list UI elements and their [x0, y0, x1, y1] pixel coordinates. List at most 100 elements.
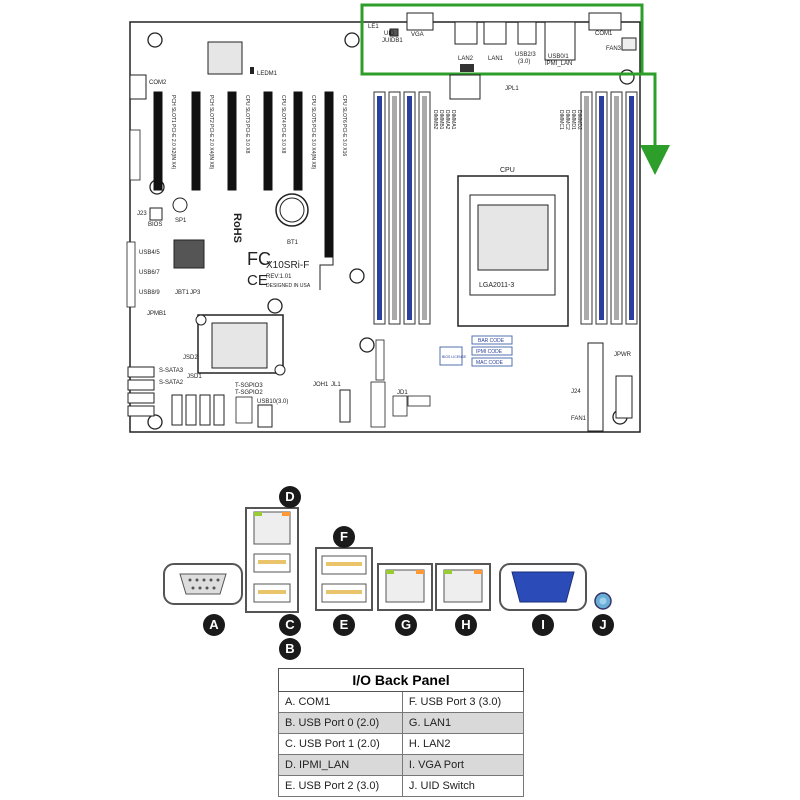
pin-headers — [126, 129, 431, 428]
letter-i: I — [532, 614, 554, 636]
table-cell: B. USB Port 0 (2.0) — [278, 712, 403, 734]
cpu-label: CPU — [500, 167, 515, 174]
ic-chip-lan — [449, 74, 481, 100]
label-lan2: LAN2 — [458, 56, 474, 62]
usb-port-0-contacts — [258, 560, 286, 564]
label-fan3: FAN3 — [606, 46, 622, 52]
label-sp1: SP1 — [175, 218, 187, 224]
ipmi-code-label: IPMI CODE — [476, 349, 503, 355]
label-le1: LE1 — [368, 24, 379, 30]
bios-chip — [149, 207, 163, 221]
highlight-arrow — [640, 72, 670, 175]
table-cell: A. COM1 — [278, 691, 403, 713]
dimm-slots-left — [373, 91, 431, 325]
lan2-jack — [443, 569, 483, 603]
board-model: X10SRi-F — [266, 260, 309, 271]
fcc-logo: FC — [247, 249, 271, 269]
dimm-label: DIMMA2 — [444, 110, 450, 130]
usb-port-2-contacts — [326, 590, 362, 594]
label-j24: J24 — [571, 389, 581, 395]
letter-d: D — [279, 486, 301, 508]
dimm-label: DIMMB1 — [438, 110, 444, 130]
label-jp3: JP3 — [190, 290, 201, 296]
lan-led-orange — [416, 570, 424, 574]
slot3-label: CPU SLOT3 PCI-E 3.0 X8 — [244, 95, 250, 154]
table-cell: F. USB Port 3 (3.0) — [401, 691, 525, 713]
label-usb45: USB4/5 — [139, 250, 160, 256]
battery-bt1 — [275, 193, 309, 227]
rohs-logo: RoHS — [231, 213, 243, 243]
bmc-chip — [173, 239, 205, 269]
pch-chip — [211, 322, 268, 369]
lan-led-orange — [474, 570, 482, 574]
label-lan1: LAN1 — [488, 56, 504, 62]
label-jl1: JL1 — [331, 382, 341, 388]
label-jbt1: JBT1 — [175, 290, 190, 296]
label-fan1: FAN1 — [571, 416, 587, 422]
letter-h: H — [455, 614, 477, 636]
lan1-jack — [385, 569, 425, 603]
label-usb10: USB10(3.0) — [257, 399, 288, 405]
slot6-label: CPU SLOT6 PCI-E 3.0 X16 — [341, 95, 347, 156]
ce-logo: CE — [247, 272, 268, 289]
cpu-die — [477, 204, 549, 271]
label-jsd2: JSD2 — [183, 355, 198, 361]
letter-f: F — [333, 526, 355, 548]
atx-power-connector — [587, 342, 604, 432]
small-chip — [460, 64, 474, 72]
label-tsgpio2: T-SGPIO2 — [235, 390, 263, 396]
slot2-label: PCH SLOT2 PCI-E 2.0 X4(IN X8) — [208, 95, 214, 170]
label-com1: COM1 — [595, 31, 613, 37]
dimm-label: DIMMC1 — [558, 110, 564, 130]
lan-led-orange — [282, 512, 290, 516]
label-usb89: USB8/9 — [139, 290, 160, 296]
table-cell: H. LAN2 — [401, 733, 525, 755]
label-com2: COM2 — [149, 80, 167, 86]
label-bios: BIOS — [148, 222, 162, 228]
label-vga: VGA — [411, 32, 424, 38]
io-back-panel-illustration: A B C D E F G H I J — [150, 480, 630, 660]
pcie-slot-labels: PCH SLOT1 PCI-E 2.0 X2(IN X4) PCH SLOT2 … — [170, 95, 347, 170]
table-row: E. USB Port 2 (3.0) J. UID Switch — [278, 775, 525, 797]
board-rev: REV:1.01 — [266, 274, 292, 280]
socket-label: LGA2011-3 — [479, 282, 514, 289]
letter-a: A — [203, 614, 225, 636]
table-cell: J. UID Switch — [401, 775, 525, 797]
bar-code-label: BAR CODE — [478, 338, 505, 344]
letter-b: B — [279, 638, 301, 660]
label-joh1: JOH1 — [313, 382, 329, 388]
label-bt1: BT1 — [287, 240, 299, 246]
usb-port-1-contacts — [258, 590, 286, 594]
table-cell: E. USB Port 2 (3.0) — [278, 775, 403, 797]
io-back-panel-table: I/O Back Panel A. COM1 F. USB Port 3 (3.… — [278, 668, 525, 797]
ledm1-led — [250, 67, 254, 74]
ic-chip-top — [207, 41, 243, 75]
vga-dsub — [511, 571, 575, 603]
io-highlight-box — [360, 3, 644, 76]
dimm-label: DIMMA1 — [450, 110, 456, 130]
com1-dsub — [179, 573, 227, 595]
dimm-label: DIMMD1 — [570, 110, 576, 130]
cpu-power-connector — [615, 375, 633, 419]
dimm-label: DIMMD2 — [576, 110, 582, 130]
table-title: I/O Back Panel — [278, 668, 524, 692]
letter-j: J — [592, 614, 614, 636]
letter-g: G — [395, 614, 417, 636]
table-row: B. USB Port 0 (2.0) G. LAN1 — [278, 712, 525, 734]
pcie-slots — [153, 91, 334, 258]
table-row: D. IPMI_LAN I. VGA Port — [278, 754, 525, 776]
letter-e: E — [333, 614, 355, 636]
buzzer-sp1 — [172, 197, 188, 213]
label-usb01: USB0/1 — [548, 54, 569, 60]
table-cell: G. LAN1 — [401, 712, 525, 734]
mounting-holes — [147, 32, 635, 430]
label-jpl1: JPL1 — [505, 86, 519, 92]
table-cell: I. VGA Port — [401, 754, 525, 776]
label-jsd1: JSD1 — [187, 374, 202, 380]
slot5-label: CPU SLOT5 PCI-E 3.0 X4(IN X8) — [310, 95, 316, 170]
lan-led-green — [386, 570, 394, 574]
motherboard-diagram: LE1 UID JUIDB1 VGA LAN2 LAN1 USB2/3 (3.0… — [126, 3, 670, 433]
letter-c: C — [279, 614, 301, 636]
label-ssata2: S-SATA2 — [159, 380, 184, 386]
table-row: C. USB Port 1 (2.0) H. LAN2 — [278, 733, 525, 755]
